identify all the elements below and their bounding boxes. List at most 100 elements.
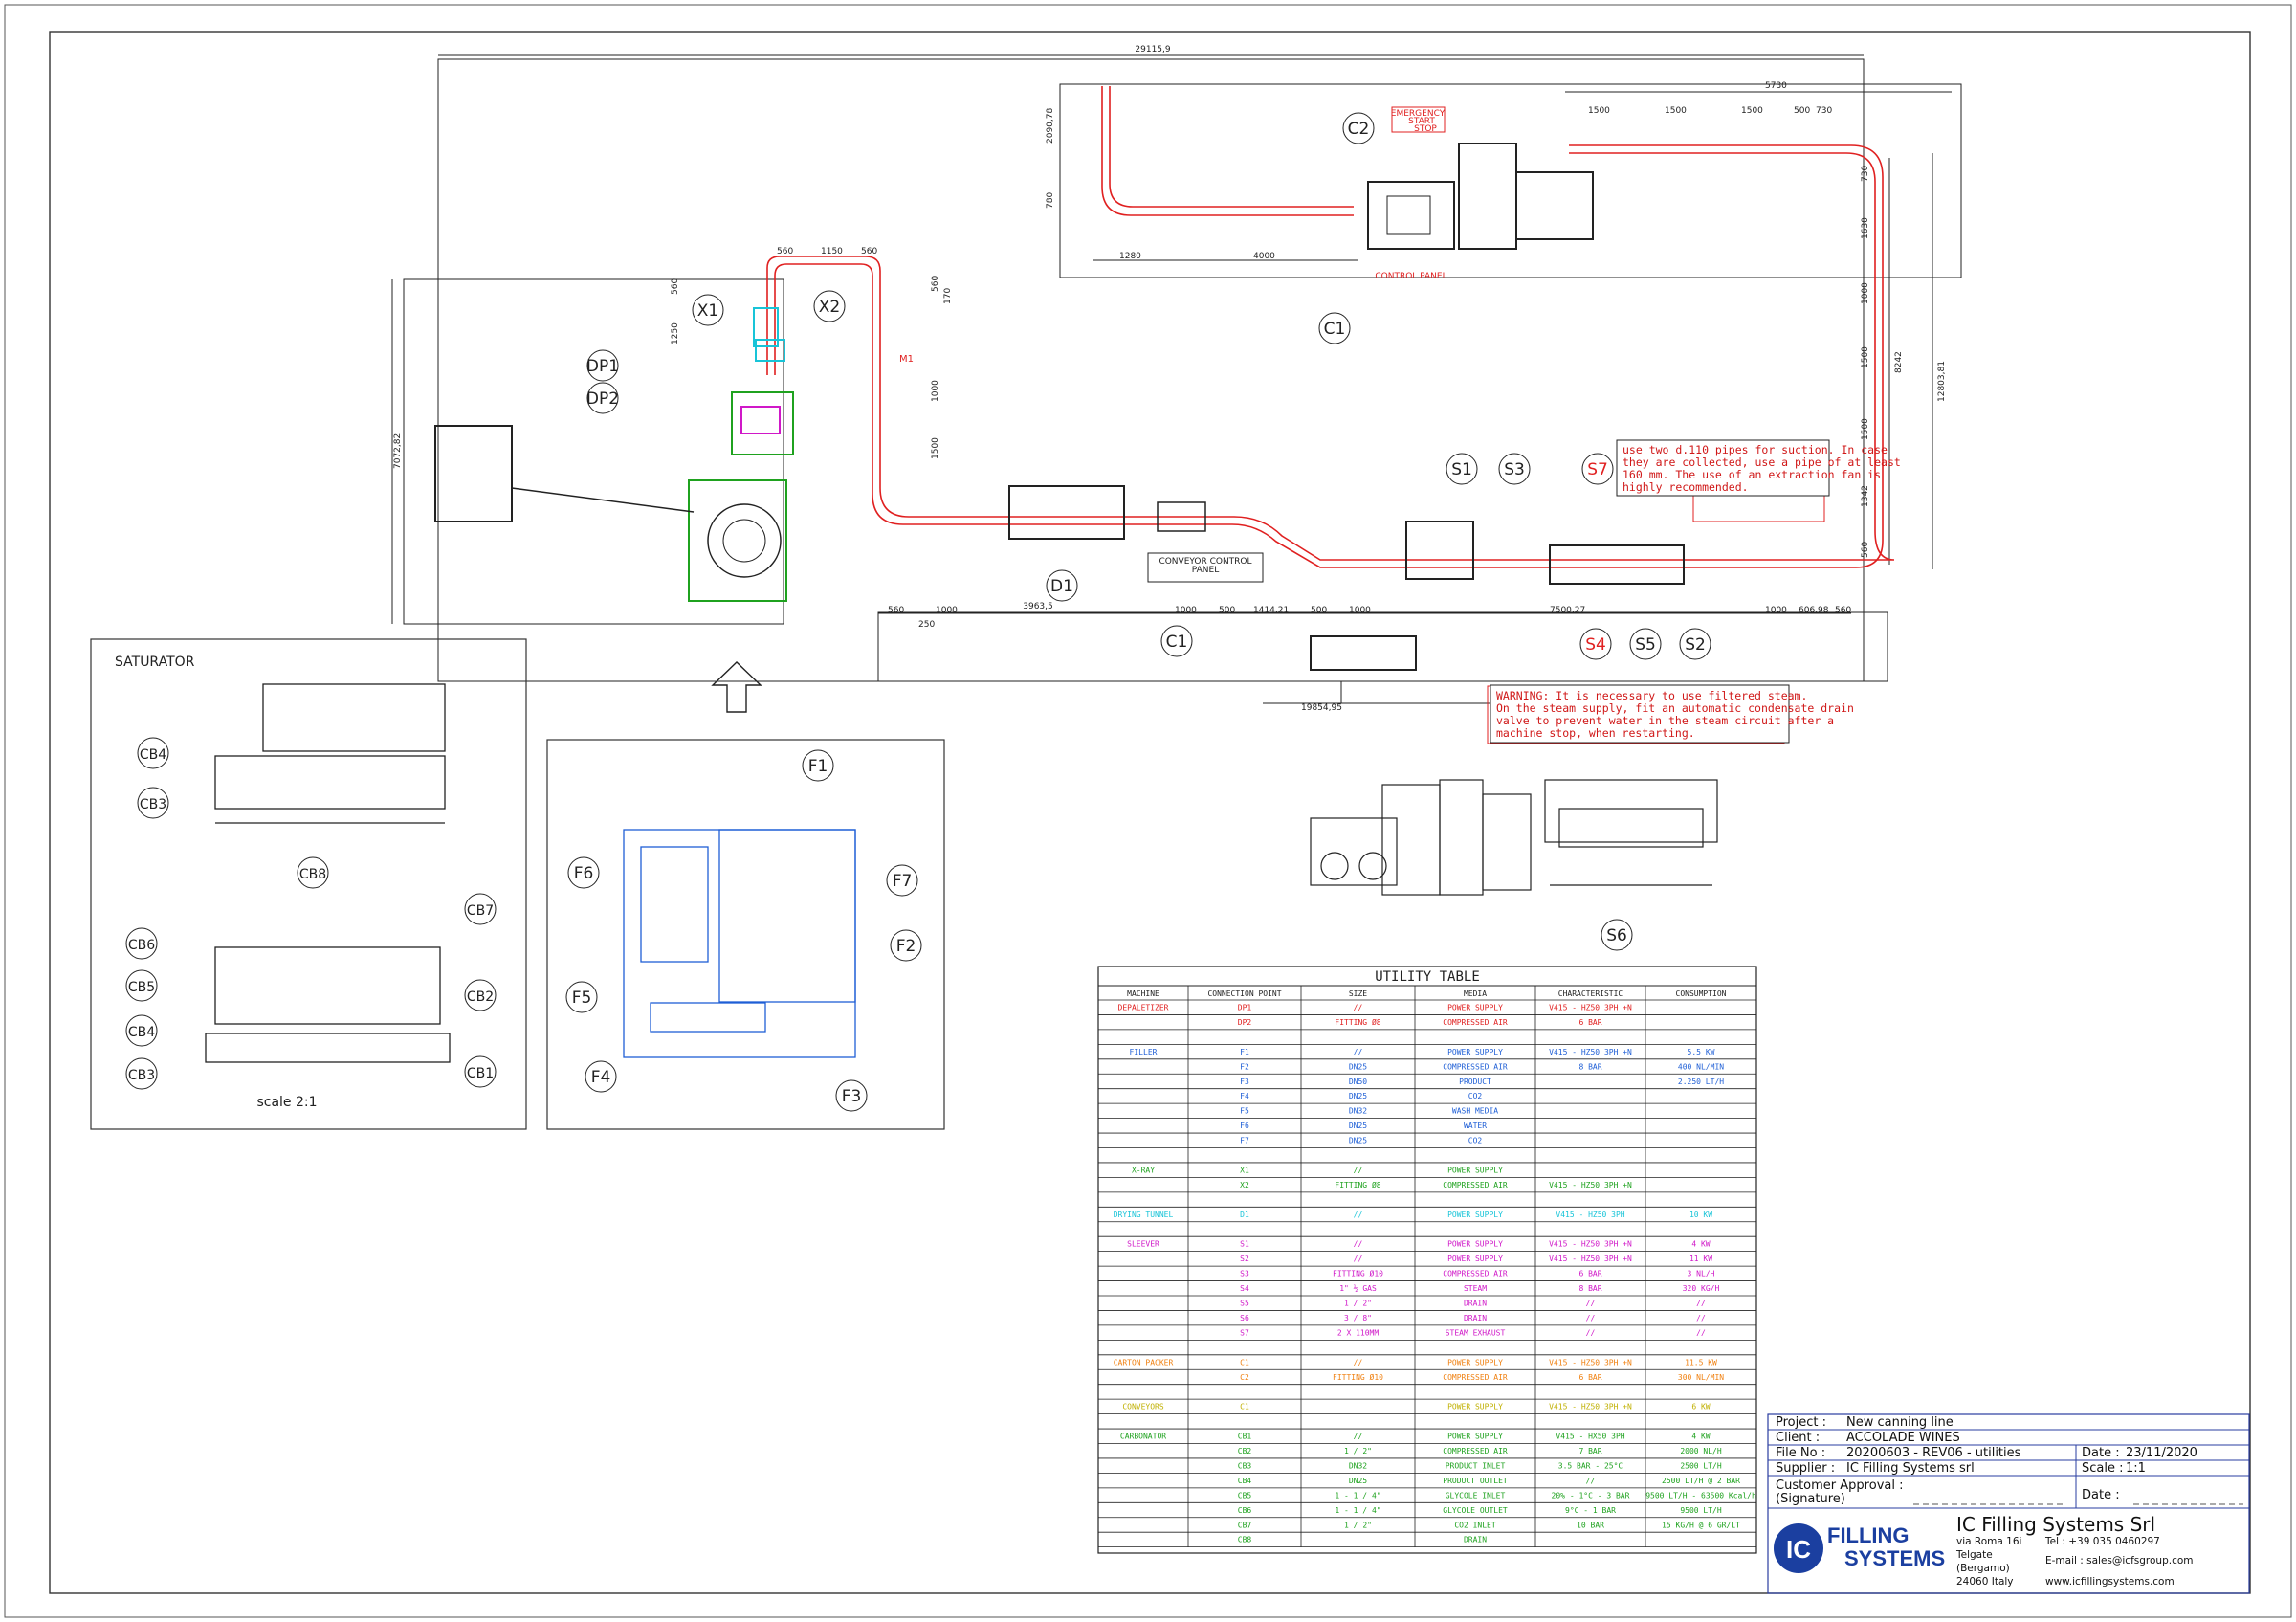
table-cell-media: COMPRESSED AIR [1443, 1062, 1508, 1071]
address-line1: via Roma 16i [1956, 1536, 2021, 1547]
table-cell-size: // [1354, 1240, 1363, 1249]
table-cell-char: 9°C - 1 BAR [1565, 1506, 1616, 1515]
table-cell-cons: 9500 LT/H [1680, 1506, 1722, 1515]
dim-b7500: 7500,27 [1550, 606, 1585, 615]
dim-b500b: 500 [1311, 606, 1327, 615]
callout-cb3-top-text: CB3 [140, 797, 166, 812]
dim-bottom: 19854,95 [1301, 703, 1342, 713]
callout-s1-text: S1 [1451, 460, 1472, 479]
table-cell-media: POWER SUPPLY [1447, 1358, 1503, 1366]
table-cell-char: V415 - HZ50 3PH +N [1549, 1358, 1632, 1366]
table-cell-media: POWER SUPPLY [1447, 1433, 1503, 1441]
table-cell-char: V415 - HZ50 3PH +N [1549, 1048, 1632, 1056]
table-cell-point: S1 [1240, 1240, 1249, 1249]
callout-x1-text: X1 [697, 301, 718, 321]
table-cell-size: 1 / 2" [1344, 1521, 1372, 1529]
stop-label: STOP [1414, 124, 1437, 134]
start-label: START [1408, 117, 1435, 126]
callout-cb1: CB1 [464, 1055, 497, 1088]
table-cell-media: WATER [1464, 1122, 1487, 1130]
dim-h2: 780 [1046, 192, 1055, 209]
table-cell-size: DN50 [1349, 1078, 1367, 1086]
table-cell-point: CB7 [1238, 1521, 1252, 1529]
dimensions: 29115,9 3963,5 5730 1500 1500 1500 500 7… [393, 45, 1947, 713]
table-cell-point: DP2 [1238, 1018, 1252, 1027]
s7-note-line1: use two d.110 pipes for suction. In case [1623, 443, 1888, 456]
table-cell-size: DN25 [1349, 1477, 1367, 1485]
main-layout [391, 54, 1962, 744]
table-cell-cons: 320 KG/H [1683, 1284, 1720, 1293]
callout-f2: F2 [890, 929, 922, 962]
table-cell-media: COMPRESSED AIR [1443, 1447, 1508, 1455]
table-cell-point: S5 [1240, 1300, 1249, 1308]
table-cell-char: 6 BAR [1578, 1373, 1601, 1382]
callout-f6: F6 [567, 856, 600, 889]
callout-d1-text: D1 [1050, 577, 1073, 596]
address-line3: (Bergamo) [1956, 1563, 2010, 1574]
dim-seg2: 1500 [1665, 106, 1687, 116]
callout-cb8: CB8 [297, 856, 329, 889]
table-cell-cons: 2.250 LT/H [1678, 1078, 1724, 1086]
dim-vr3: 1000 [1861, 282, 1870, 304]
callout-s4-text: S4 [1585, 635, 1606, 655]
telephone: Tel : +39 035 0460297 [2044, 1536, 2160, 1547]
table-cell-size: FITTING Ø10 [1333, 1372, 1383, 1382]
table-cell-point: CB5 [1238, 1491, 1252, 1500]
s7-note-line4: highly recommended. [1623, 480, 1749, 494]
table-cell-media: STEAM EXHAUST [1446, 1328, 1506, 1337]
table-cell-char: 20% - 1°C - 3 BAR [1552, 1491, 1630, 1500]
s4-note-line1: WARNING: It is necessary to use filtered… [1496, 689, 1807, 702]
table-cell-size: DN25 [1349, 1137, 1367, 1145]
table-cell-media: POWER SUPPLY [1447, 1403, 1503, 1411]
sleever-elevation [1310, 779, 1718, 896]
callout-cb8-text: CB8 [299, 867, 326, 882]
table-cell-machine: CARTON PACKER [1114, 1358, 1174, 1366]
callout-cb3-bottom-text: CB3 [128, 1068, 155, 1083]
table-cell-point: S3 [1240, 1270, 1249, 1278]
table-cell-point: F6 [1240, 1122, 1249, 1130]
control-panel-label: CONTROL PANEL [1375, 272, 1446, 281]
table-cell-size: // [1354, 1048, 1363, 1056]
table-cell-point: CB1 [1238, 1433, 1252, 1441]
table-header-cell: CONNECTION POINT [1207, 989, 1281, 998]
table-cell-media: COMPRESSED AIR [1443, 1270, 1508, 1278]
callout-f3-text: F3 [842, 1087, 862, 1106]
table-cell-char: 7 BAR [1578, 1447, 1601, 1455]
callout-s7: S7 [1581, 453, 1614, 485]
saturator-scale: scale 2:1 [256, 1095, 317, 1110]
table-cell-machine: X-RAY [1132, 1166, 1155, 1174]
table-cell-media: COMPRESSED AIR [1443, 1373, 1508, 1382]
table-cell-machine: FILLER [1130, 1048, 1158, 1056]
table-cell-media: PRODUCT OUTLET [1443, 1477, 1508, 1485]
table-cell-media: DRAIN [1464, 1536, 1487, 1544]
s4-note-line3: valve to prevent water in the steam circ… [1496, 714, 1834, 727]
address-line2: Telgate [1955, 1549, 1993, 1561]
table-cell-media: POWER SUPPLY [1447, 1048, 1503, 1056]
dim-p1000a: 1000 [931, 380, 940, 402]
s7-note-line3: 160 mm. The use of an extraction fan is [1623, 468, 1881, 481]
date2-label: Date : [2082, 1488, 2120, 1502]
table-cell-point: F5 [1240, 1107, 1249, 1116]
table-cell-cons: 11.5 KW [1685, 1358, 1717, 1366]
main-callouts: DP1 DP2 X1 X2 C2 C1 D1 C1 S1 S3 S7 S4 S5… [586, 112, 1711, 951]
table-cell-char: V415 - HX50 3PH [1556, 1433, 1624, 1441]
dim-h1: 2090,78 [1046, 108, 1055, 144]
motor-m1-label: M1 [899, 354, 914, 365]
callout-s3: S3 [1498, 453, 1531, 485]
dim-seg3: 1500 [1741, 106, 1763, 116]
dim-seg5: 730 [1816, 106, 1832, 116]
table-cell-point: C2 [1240, 1373, 1249, 1382]
logo-word1: FILLING [1827, 1523, 1910, 1547]
callout-s5: S5 [1629, 628, 1662, 660]
company-logo: IC FILLING SYSTEMS [1774, 1523, 1945, 1573]
